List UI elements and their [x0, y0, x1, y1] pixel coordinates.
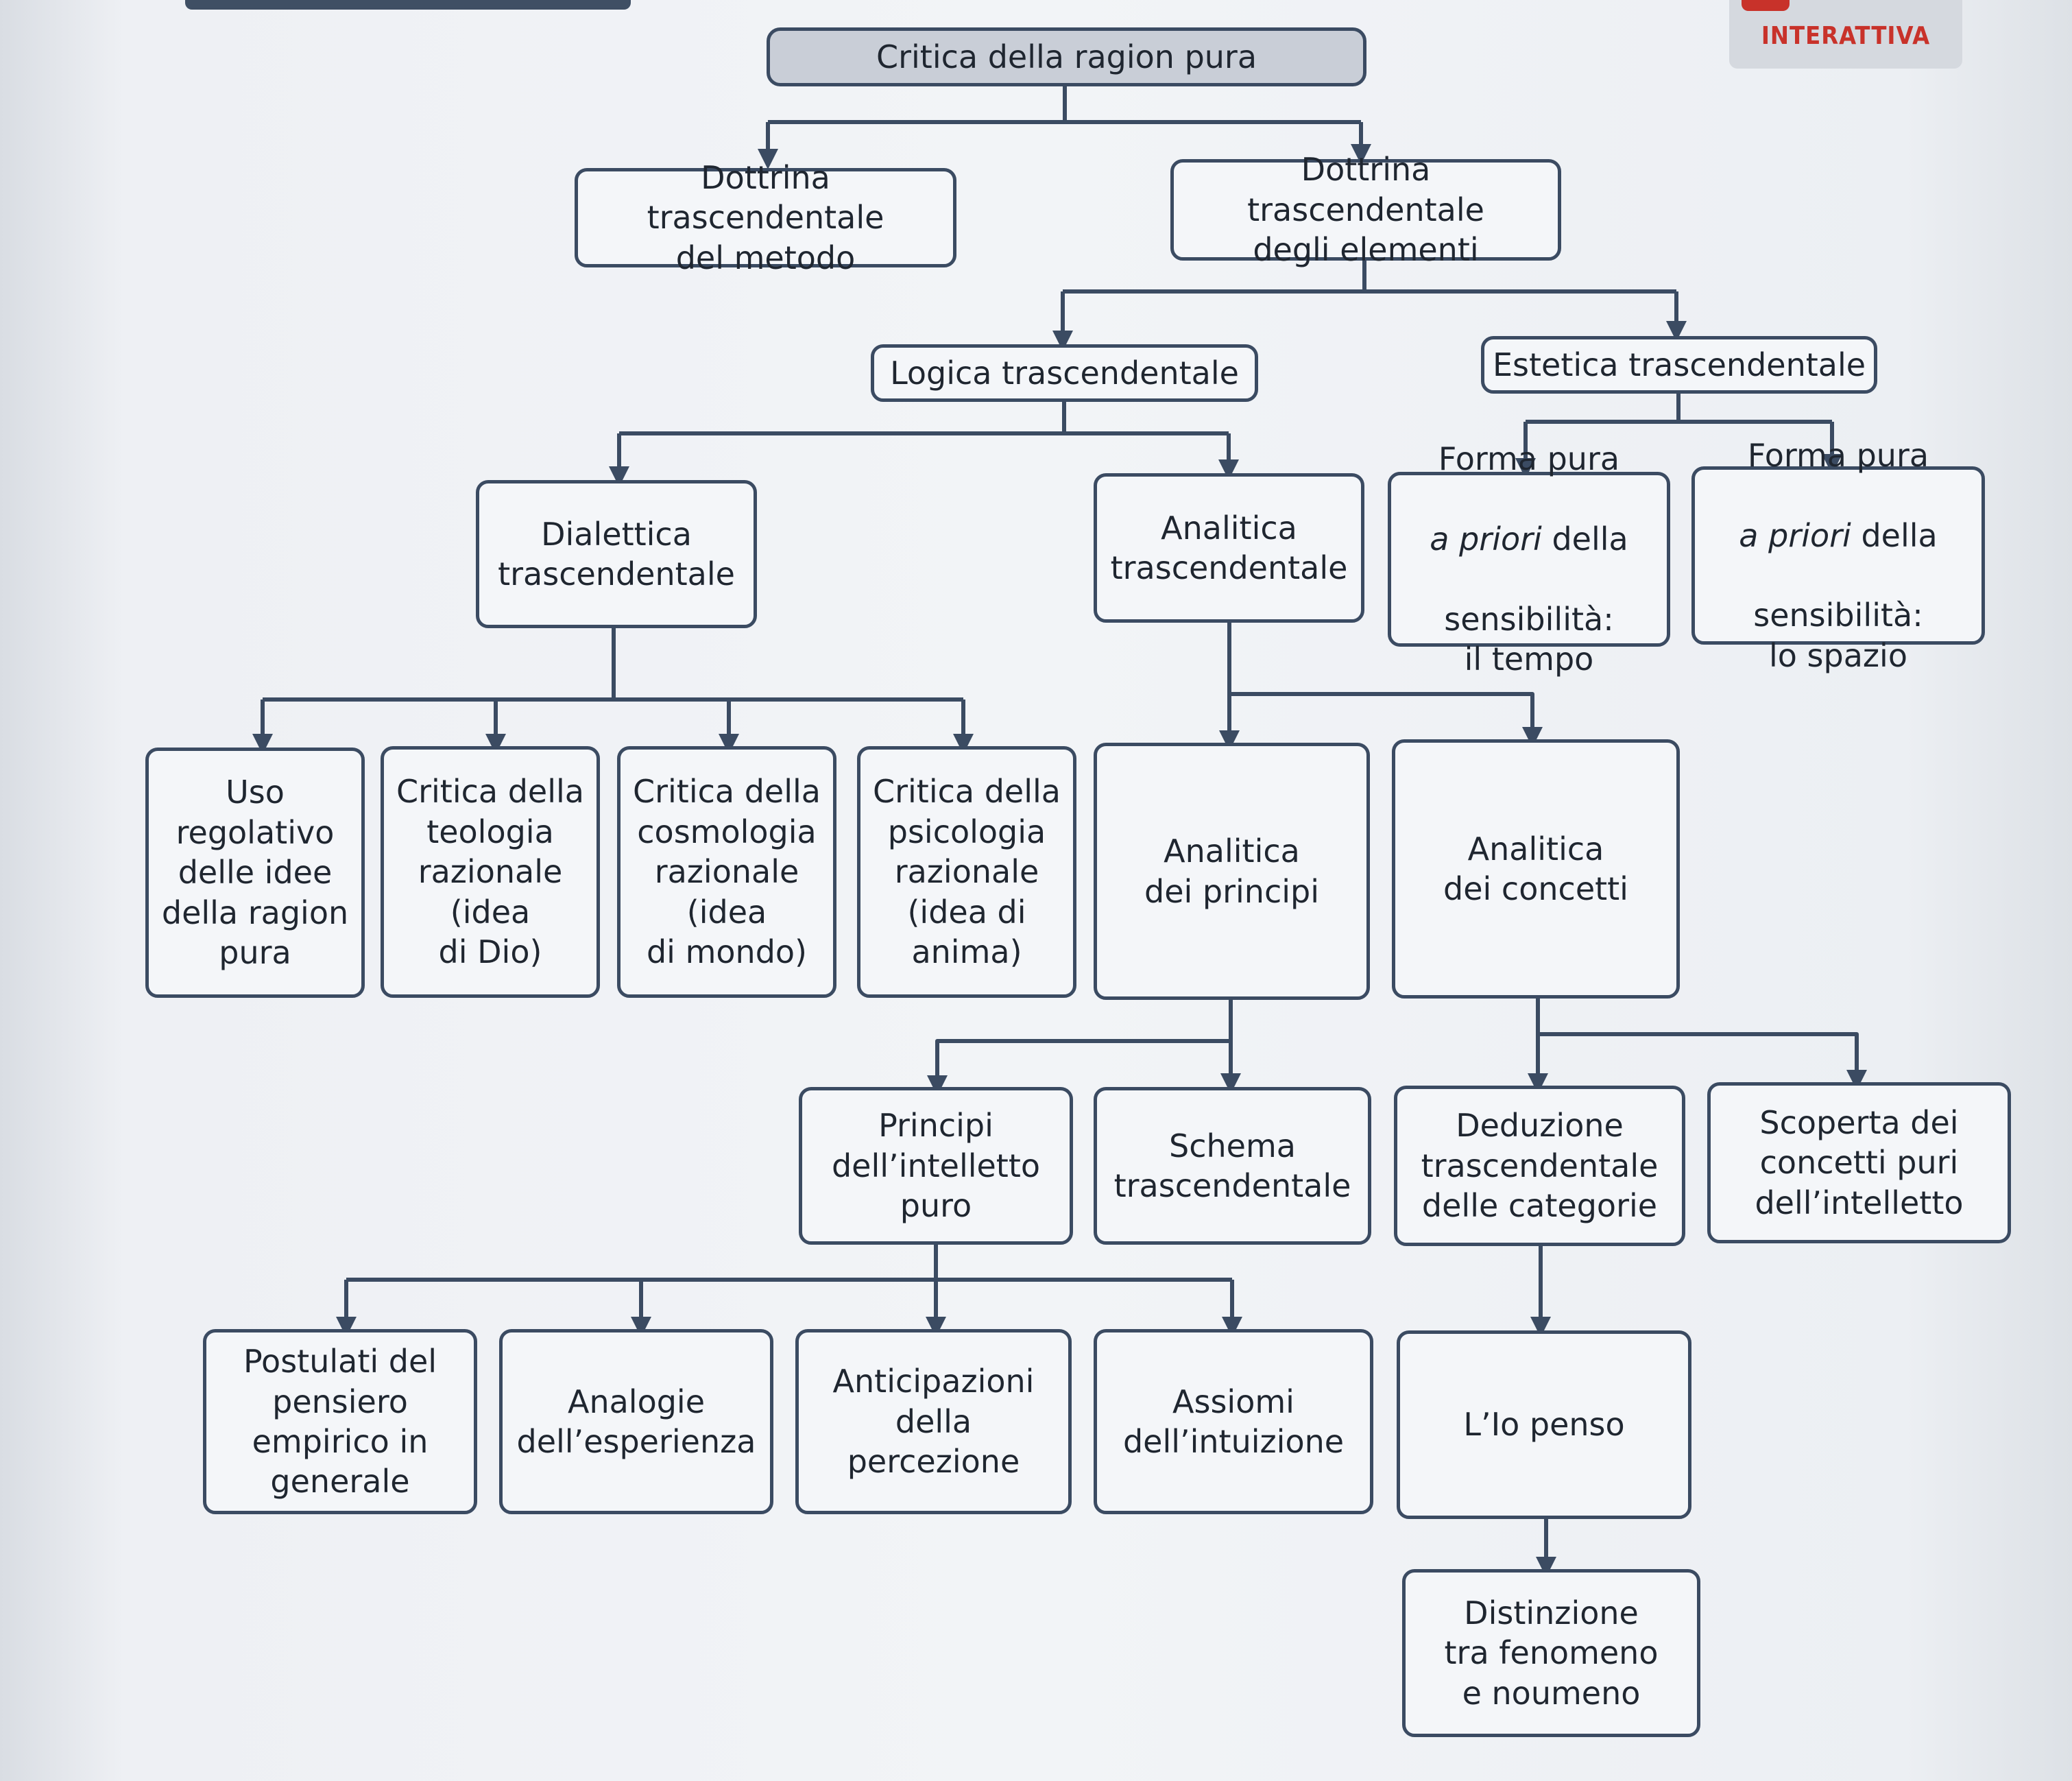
node-uso-regolativo: Uso regolativo delle idee della ragion p… — [145, 748, 365, 998]
forma-tempo-apriori: a priori — [1430, 521, 1542, 558]
edge-concetti-r — [1538, 1032, 1867, 1090]
edge-intelletto — [346, 1243, 1232, 1327]
node-forma-spazio: Forma pura a priori della sensibilità: l… — [1691, 437, 1985, 674]
node-logica-trascendentale: Logica trascendentale — [871, 344, 1258, 402]
node-estetica-trascendentale: Estetica trascendentale — [1481, 336, 1877, 394]
edge-root — [768, 84, 1361, 159]
node-dialettica-trascendentale: Dialettica trascendentale — [476, 480, 757, 628]
header-bar — [185, 0, 631, 10]
node-assiomi: Assiomi dell’intuizione — [1094, 1329, 1373, 1514]
node-analogie: Analogie dell’esperienza — [499, 1329, 773, 1514]
interactive-map-badge[interactable] — [1729, 0, 1962, 69]
node-principi-intelletto: Principi dell’intelletto puro — [799, 1087, 1073, 1245]
node-postulati: Postulati del pensiero empirico in gener… — [203, 1329, 477, 1514]
node-schema-trascendentale: Schema trascendentale — [1094, 1087, 1371, 1245]
badge-accent — [1742, 0, 1790, 11]
node-analitica-concetti: Analitica dei concetti — [1392, 739, 1680, 999]
forma-spazio-rest: sensibilità: lo spazio — [1753, 597, 1923, 674]
node-scoperta-concetti: Scoperta dei concetti puri dell’intellet… — [1707, 1082, 2011, 1243]
forma-spazio-della: della — [1851, 516, 1938, 554]
node-distinzione: Distinzione tra fenomeno e noumeno — [1402, 1569, 1700, 1737]
node-dottrina-metodo: Dottrina trascendentale del metodo — [575, 159, 956, 276]
node-critica-ragion-pura: Critica della ragion pura — [767, 27, 1366, 86]
node-anticipazioni: Anticipazioni della percezione — [795, 1329, 1072, 1514]
edge-elementi — [1063, 261, 1676, 341]
node-analitica-principi: Analitica dei principi — [1094, 743, 1370, 1000]
forma-tempo-rest: sensibilità: il tempo — [1444, 600, 1614, 678]
node-analitica-trascendentale: Analitica trascendentale — [1094, 473, 1364, 623]
edge-dialettica — [263, 626, 963, 744]
node-dottrina-elementi: Dottrina trascendentale degli elementi — [1170, 151, 1561, 268]
badge-label: INTERATTIVA — [1761, 22, 1931, 50]
forma-spazio-line1: Forma pura — [1747, 436, 1929, 474]
node-io-penso: L’Io penso — [1397, 1330, 1691, 1519]
forma-spazio-apriori: a priori — [1739, 516, 1851, 554]
edge-principi-l — [927, 1039, 1231, 1096]
forma-tempo-line1: Forma pura — [1438, 440, 1620, 478]
edge-logica — [619, 393, 1229, 477]
node-critica-cosmologia: Critica della cosmologia razionale (idea… — [617, 746, 836, 998]
edge-analitica-r — [1229, 692, 1543, 748]
forma-tempo-della: della — [1541, 521, 1628, 558]
node-deduzione: Deduzione trascendentale delle categorie — [1394, 1086, 1685, 1246]
node-forma-tempo: Forma pura a priori della sensibilità: i… — [1388, 440, 1670, 678]
edge-estetica — [1526, 391, 1832, 468]
node-critica-psicologia: Critica della psicologia razionale (idea… — [857, 746, 1076, 998]
node-critica-teologia: Critica della teologia razionale (idea d… — [381, 746, 600, 998]
